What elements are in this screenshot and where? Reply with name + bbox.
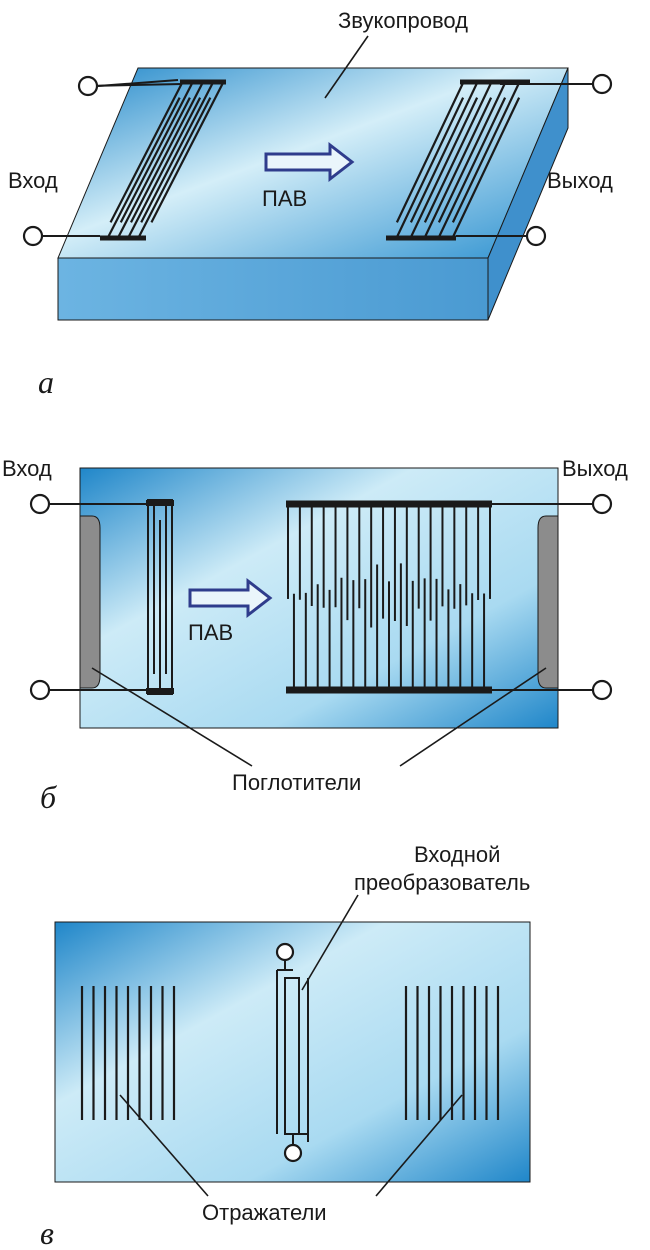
- input-wire-top-2: [87, 83, 183, 87]
- absorber-leader-left: [91, 667, 253, 767]
- input-transducer-c: [275, 942, 309, 1163]
- input-transducer-a: [100, 79, 226, 241]
- electrode-finger: [119, 81, 194, 223]
- output-terminal-bottom-b[interactable]: [591, 679, 613, 701]
- electrode-finger: [140, 81, 215, 223]
- electrode-finger: [137, 97, 212, 239]
- input-terminal-top-b[interactable]: [29, 493, 51, 515]
- output-transducer-b: [286, 500, 492, 694]
- electrode-finger: [451, 97, 521, 239]
- input-transducer-b: [146, 499, 174, 695]
- output-terminal-bottom[interactable]: [525, 225, 547, 247]
- panel-letter-a: а: [38, 364, 54, 400]
- absorbers-label: Поглотители: [232, 770, 361, 795]
- input-terminal-top[interactable]: [77, 75, 99, 97]
- electrode-finger: [437, 97, 507, 239]
- electrode-finger: [109, 81, 184, 223]
- panel-b: Вход Выход ПАВ Поглотители б: [2, 456, 628, 815]
- wave-label-b: ПАВ: [188, 620, 233, 645]
- input-terminal-bottom[interactable]: [22, 225, 44, 247]
- input-label-b: Вход: [2, 456, 52, 481]
- electrode-finger: [127, 97, 202, 239]
- panel-letter-c: в: [40, 1215, 54, 1250]
- wave-arrow-a: [264, 141, 355, 183]
- electrode-finger: [409, 97, 479, 239]
- panel-letter-b: б: [40, 779, 57, 815]
- wave-label-a: ПАВ: [262, 186, 307, 211]
- transducer-label-line2: преобразователь: [354, 870, 530, 895]
- transducer-leader: [301, 894, 359, 991]
- electrode-finger: [423, 81, 493, 223]
- output-transducer-a: [386, 79, 530, 241]
- reflectors-label: Отражатели: [202, 1200, 327, 1225]
- input-terminal-bottom-b[interactable]: [29, 679, 51, 701]
- substrate-front-face: [57, 257, 489, 321]
- substrate-leader-line: [324, 35, 369, 99]
- electrode-finger: [150, 81, 225, 223]
- electrode-finger: [130, 81, 204, 223]
- panel-c: Входной преобразователь Отражатели в: [40, 842, 531, 1250]
- input-label-a: Вход: [8, 168, 58, 193]
- output-terminal-top[interactable]: [591, 73, 613, 95]
- absorber-leader-right: [399, 667, 547, 767]
- reflector-leader-left: [119, 1094, 209, 1197]
- electrode-finger: [395, 81, 465, 223]
- panel-a: Звукопровод Вход Выход ПАВ а: [8, 8, 613, 400]
- transducer-terminal-bottom[interactable]: [283, 1143, 303, 1163]
- electrode-finger: [395, 97, 465, 239]
- output-label-b: Выход: [562, 456, 628, 481]
- transducer-label-line1: Входной: [414, 842, 500, 867]
- reflector-left: [80, 986, 176, 1120]
- absorber-left: [79, 515, 101, 689]
- reflector-leader-right: [375, 1094, 463, 1197]
- electrode-finger: [116, 97, 191, 239]
- reflector-right: [404, 986, 500, 1120]
- output-terminal-top-b[interactable]: [591, 493, 613, 515]
- electrode-finger: [423, 97, 493, 239]
- wave-arrow-b: [188, 577, 273, 619]
- electrode-finger: [437, 81, 507, 223]
- absorber-right: [537, 515, 559, 689]
- output-label-a: Выход: [547, 168, 613, 193]
- transducer-terminal-top[interactable]: [275, 942, 295, 962]
- electrode-finger: [451, 81, 521, 223]
- substrate-right-face: [487, 67, 569, 321]
- electrode-finger: [409, 81, 479, 223]
- electrode-finger: [106, 97, 181, 239]
- substrate-label: Звукопровод: [338, 8, 468, 33]
